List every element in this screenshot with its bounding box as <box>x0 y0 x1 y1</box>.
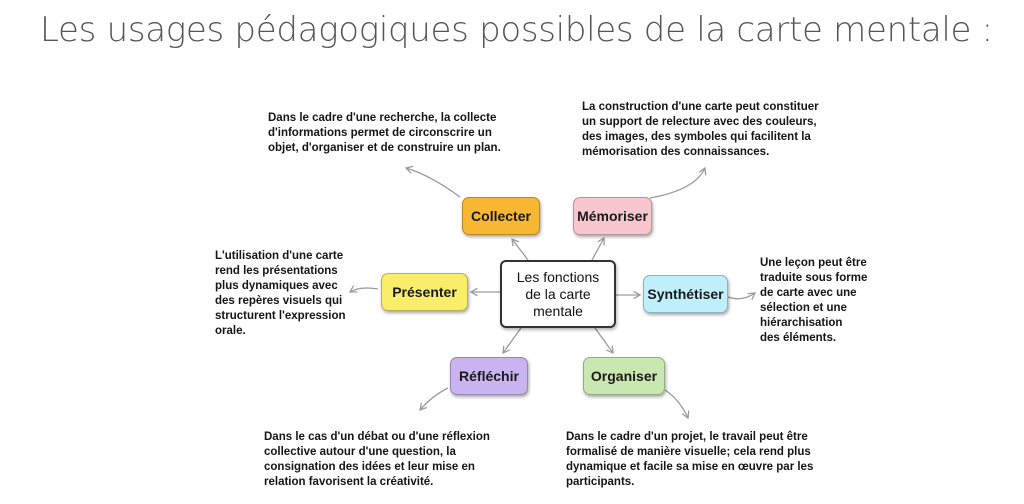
arrow-reflechir-desc <box>419 387 449 411</box>
desc-synthetiser: Une leçon peut être traduite sous forme … <box>760 257 868 344</box>
arrow-to-reflechir <box>502 327 522 355</box>
center-line-1: Les fonctions <box>516 268 600 285</box>
arrow-organiser-desc <box>664 389 690 420</box>
arrow-memoriser-desc <box>649 166 707 199</box>
page-title: Les usages pédagogiques possibles de la … <box>40 10 993 50</box>
arrow-collecter-desc <box>404 165 461 198</box>
node-collecter: Collecter <box>462 197 540 235</box>
center-node: Les fonctions de la carte mentale <box>500 260 616 328</box>
desc-reflechir: Dans le cas d'un débat ou d'une réflexio… <box>264 431 490 488</box>
center-line-3: mentale <box>533 302 583 319</box>
desc-collecter: Dans le cadre d'une recherche, la collec… <box>268 112 501 154</box>
node-memoriser: Mémoriser <box>573 197 652 235</box>
node-reflechir: Réfléchir <box>450 357 528 395</box>
arrow-synthetiser-desc <box>727 292 757 300</box>
node-synthetiser: Synthétiser <box>643 275 728 313</box>
center-line-2: de la carte <box>525 285 591 302</box>
node-organiser: Organiser <box>583 357 665 395</box>
arrow-presenter-desc <box>348 285 379 293</box>
arrow-to-memoriser <box>591 236 605 261</box>
desc-organiser: Dans le cadre d'un projet, le travail pe… <box>566 431 814 488</box>
desc-memoriser: La construction d'une carte peut constit… <box>582 101 819 158</box>
desc-presenter: L'utilisation d'une carte rend les prése… <box>215 250 346 337</box>
node-presenter: Présenter <box>381 273 468 311</box>
arrow-to-collecter <box>511 237 529 261</box>
arrow-to-organiser <box>594 327 614 355</box>
